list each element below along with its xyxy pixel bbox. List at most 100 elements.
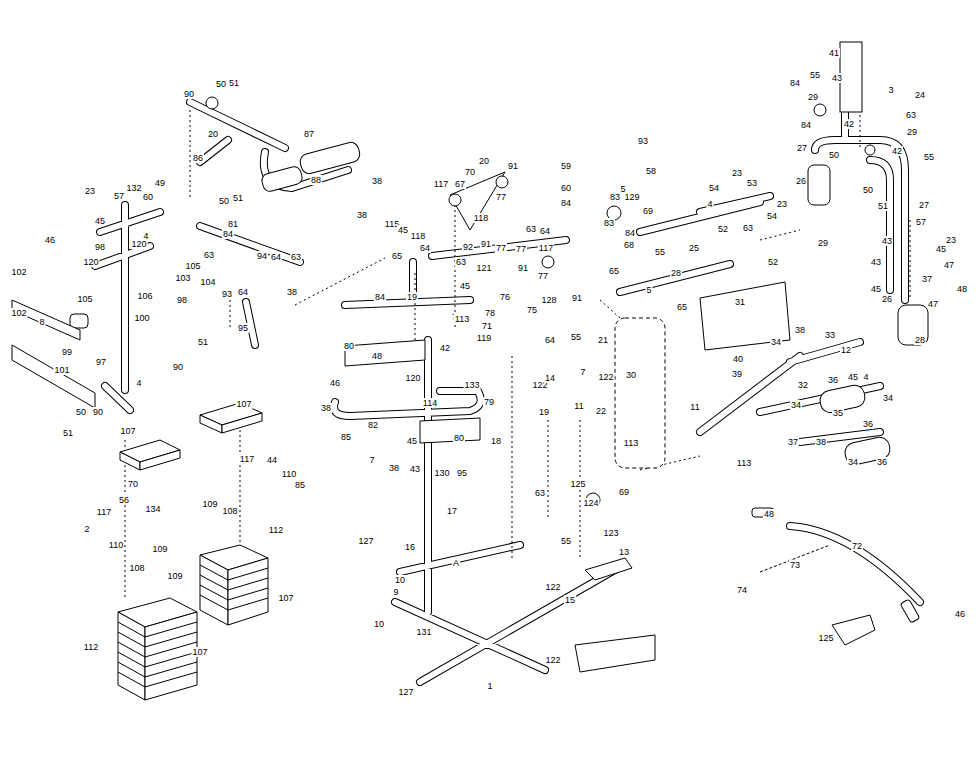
callout-number: 4 xyxy=(142,231,149,241)
callout-number: 50 xyxy=(828,150,840,160)
callout-number: 64 xyxy=(544,335,556,345)
callout-number: 45 xyxy=(935,244,947,254)
callout-number: 90 xyxy=(92,407,104,417)
callout-number: 108 xyxy=(221,506,238,516)
callout-number: 112 xyxy=(83,642,99,652)
callout-number: 38 xyxy=(388,463,400,473)
callout-number: 63 xyxy=(455,257,467,267)
callout-number: 50 xyxy=(75,407,87,417)
callout-number: 42 xyxy=(439,343,451,353)
callout-number: 107 xyxy=(119,426,136,436)
callout-number: 4 xyxy=(706,199,713,209)
callout-number: 107 xyxy=(235,399,252,409)
callout-number: 38 xyxy=(371,176,383,186)
callout-number: 91 xyxy=(480,239,492,249)
callout-number: 40 xyxy=(732,354,744,364)
callout-number: 134 xyxy=(144,504,161,514)
callout-number: 104 xyxy=(199,277,216,287)
callout-number: 64 xyxy=(539,226,551,236)
frame-tube-fill xyxy=(95,102,920,682)
callout-number: 55 xyxy=(654,247,666,257)
callout-number: 10 xyxy=(394,575,406,585)
callout-number: 51 xyxy=(877,201,889,211)
callout-number: 34 xyxy=(770,337,782,347)
callout-number: 74 xyxy=(736,585,748,595)
callout-number: 41 xyxy=(828,48,840,58)
callout-number: 34 xyxy=(847,457,859,467)
callout-number: 11 xyxy=(689,402,700,412)
callout-number: 60 xyxy=(142,192,154,202)
callout-number: 15 xyxy=(564,595,576,605)
callout-number: 58 xyxy=(645,166,657,176)
callout-number: 55 xyxy=(923,152,935,162)
callout-number: 129 xyxy=(623,192,640,202)
callout-number: 125 xyxy=(817,633,834,643)
callout-number: 92 xyxy=(462,242,474,252)
callout-number: 9 xyxy=(392,587,399,597)
callout-number: 20 xyxy=(478,156,490,166)
callout-number: 63 xyxy=(905,110,917,120)
callout-number: 97 xyxy=(95,357,107,367)
callout-number: 4 xyxy=(135,378,142,388)
callout-number: 121 xyxy=(475,263,492,273)
callout-number: 65 xyxy=(676,302,688,312)
callout-number: 90 xyxy=(172,362,184,372)
callout-number: 17 xyxy=(446,506,458,516)
callout-number: 118 xyxy=(410,231,426,241)
callout-number: 109 xyxy=(151,544,168,554)
callout-number: 63 xyxy=(534,488,546,498)
frame-tube-outline xyxy=(95,102,920,682)
callout-number: 37 xyxy=(921,274,933,284)
callout-number: 69 xyxy=(618,487,630,497)
callout-number: 73 xyxy=(789,560,801,570)
callout-number: 130 xyxy=(433,468,450,478)
callout-number: 2 xyxy=(83,524,90,534)
callout-number: 3 xyxy=(887,85,894,95)
callout-number: 55 xyxy=(809,70,821,80)
callout-number: 5 xyxy=(645,285,652,295)
callout-number: 37 xyxy=(787,437,799,447)
callout-number: 77 xyxy=(515,244,527,254)
callout-number: 82 xyxy=(367,420,379,430)
callout-number: 72 xyxy=(851,541,863,551)
callout-number: 48 xyxy=(371,351,383,361)
parts xyxy=(12,42,928,672)
callout-number: 122 xyxy=(544,582,561,592)
callout-number: 36 xyxy=(827,375,839,385)
callout-number: 70 xyxy=(127,479,139,489)
callout-number: 42 xyxy=(843,119,855,129)
callout-number: 50 xyxy=(215,79,227,89)
callout-number: 16 xyxy=(404,542,416,552)
callout-number: 64 xyxy=(270,252,282,262)
callout-number: 84 xyxy=(374,292,386,302)
callout-number: 132 xyxy=(125,183,142,193)
callout-number: 8 xyxy=(38,317,45,327)
callout-number: 34 xyxy=(882,393,894,403)
callout-number: 52 xyxy=(767,257,779,267)
callout-number: 36 xyxy=(876,457,888,467)
callout-number: 18 xyxy=(490,436,502,446)
callout-number: 84 xyxy=(789,78,801,88)
callout-number: 86 xyxy=(192,153,204,163)
callout-number: 109 xyxy=(166,571,183,581)
callout-number: 63 xyxy=(203,250,215,260)
callout-number: 51 xyxy=(62,428,74,438)
callout-number: 85 xyxy=(340,432,352,442)
callout-number: 120 xyxy=(404,373,421,383)
callout-number: 91 xyxy=(571,293,583,303)
callout-number: 39 xyxy=(731,369,743,379)
callout-number: 34 xyxy=(790,400,802,410)
callout-number: 64 xyxy=(419,243,431,253)
callout-number: 83 xyxy=(609,192,621,202)
callout-number: 23 xyxy=(776,199,788,209)
callout-number: 108 xyxy=(128,563,145,573)
callout-number: 77 xyxy=(537,271,549,281)
callout-number: 84 xyxy=(222,229,234,239)
callout-number: 50 xyxy=(862,185,874,195)
callout-number: 88 xyxy=(310,175,322,185)
callout-number: 19 xyxy=(538,407,550,417)
callout-number: 122 xyxy=(544,655,561,665)
callout-number: 7 xyxy=(368,455,375,465)
callout-number: 54 xyxy=(766,211,778,221)
